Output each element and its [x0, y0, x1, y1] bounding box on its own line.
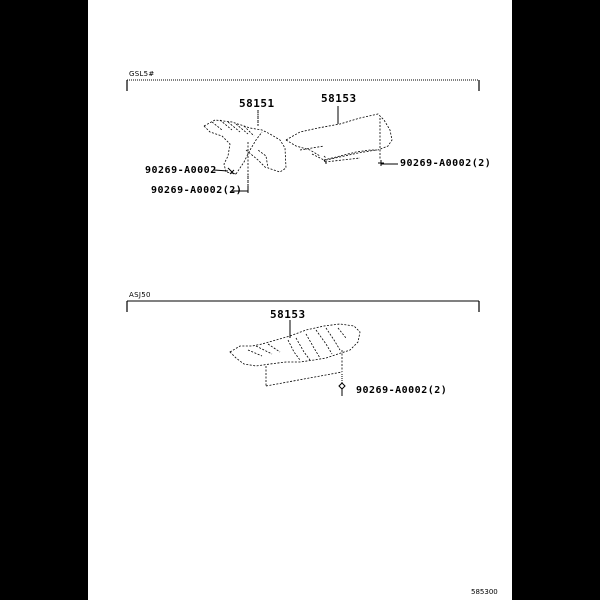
part-number-58151[interactable]: 58151	[239, 97, 275, 110]
fastener-clip-right	[378, 160, 398, 166]
part-58153-shape-upper	[285, 113, 393, 164]
section-bracket-asj50	[126, 300, 480, 312]
fastener-number-center[interactable]: 90269-A0002(2)	[151, 185, 243, 196]
section-label-gsl5: GSL5#	[129, 70, 155, 78]
fastener-clip-left	[213, 167, 235, 175]
section-label-asj50: ASJ50	[129, 291, 151, 299]
fastener-number-lower[interactable]: 90269-A0002(2)	[356, 385, 448, 396]
part-58153-shape-lower	[229, 323, 361, 387]
part-number-58153-lower[interactable]: 58153	[270, 308, 306, 321]
diagram-sheet	[88, 0, 512, 600]
figure-code: 585300	[471, 588, 498, 596]
fastener-clip-center	[232, 174, 249, 193]
fastener-clip-lower	[338, 374, 346, 396]
fastener-number-left[interactable]: 90269-A0002	[145, 165, 217, 176]
section-bracket-gsl5	[126, 79, 480, 91]
part-number-58153-upper[interactable]: 58153	[321, 92, 357, 105]
fastener-number-right[interactable]: 90269-A0002(2)	[400, 158, 492, 169]
